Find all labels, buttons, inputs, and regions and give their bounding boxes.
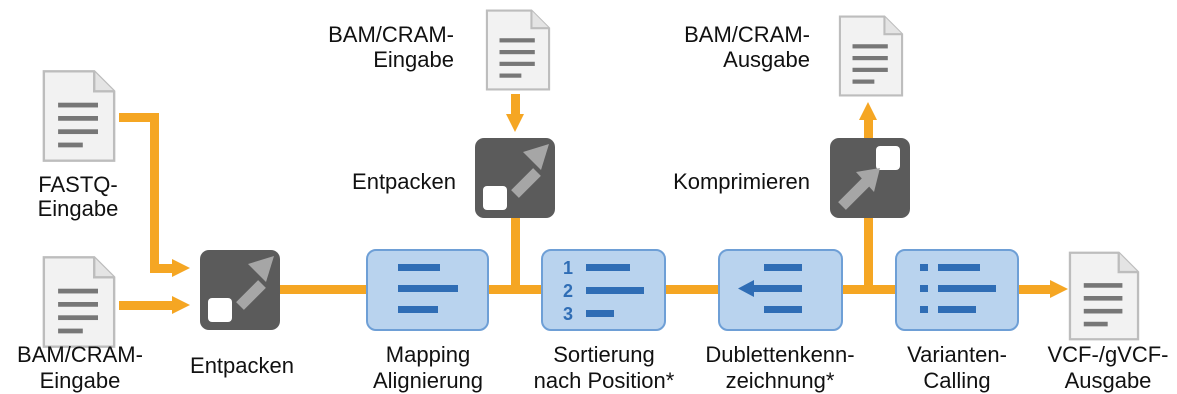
connector-dup-compress bbox=[864, 218, 873, 294]
connector-unpack-top-down bbox=[511, 218, 520, 294]
arrowhead-bam-top bbox=[506, 114, 524, 132]
vcf-output-label-line2: Ausgabe bbox=[1065, 368, 1152, 393]
arrowhead-vcf bbox=[1050, 280, 1068, 298]
unpack-left-icon bbox=[200, 250, 280, 330]
bam-input-top-label-line2: Eingabe bbox=[373, 47, 454, 72]
bam-input-doc-icon bbox=[42, 256, 116, 348]
mapping-box bbox=[366, 249, 489, 331]
fastq-input-doc-icon bbox=[42, 70, 116, 162]
mapping-label-line2: Alignierung bbox=[373, 368, 483, 393]
unpack-top-label: Entpacken bbox=[352, 169, 456, 194]
variant-bar-1 bbox=[938, 264, 980, 271]
duplicates-box bbox=[718, 249, 843, 331]
bam-input-left-label-line2: Eingabe bbox=[40, 368, 121, 393]
vcf-output-label-line1: VCF-/gVCF- bbox=[1048, 342, 1169, 367]
variant-calling-label-line1: Varianten- bbox=[907, 342, 1007, 367]
duplicates-label-line1: Dublettenkenn- bbox=[705, 342, 854, 367]
vcf-output-doc-icon bbox=[1068, 251, 1140, 341]
variant-dot-2 bbox=[920, 285, 928, 292]
variant-calling-box bbox=[895, 249, 1019, 331]
connector-variant-vcf bbox=[1018, 285, 1052, 294]
bam-input-top-doc-icon bbox=[485, 9, 551, 91]
sort-number-1: 1 bbox=[563, 258, 573, 278]
bam-output-label-line1: BAM/CRAM- bbox=[684, 22, 810, 47]
sorting-label-line1: Sortierung bbox=[553, 342, 655, 367]
compress-label: Komprimieren bbox=[673, 169, 810, 194]
dup-bar-3 bbox=[764, 306, 802, 313]
sort-number-3: 3 bbox=[563, 304, 573, 324]
bam-output-doc-icon bbox=[838, 15, 904, 97]
sorting-label-line2: nach Position* bbox=[534, 368, 675, 393]
connector-fastq-out bbox=[119, 113, 159, 122]
variant-dot-1 bbox=[920, 264, 928, 271]
mapping-label-line1: Mapping bbox=[386, 342, 470, 367]
connectors bbox=[119, 94, 1068, 314]
sorting-bar-2 bbox=[586, 287, 644, 294]
dup-arrow-icon bbox=[738, 280, 754, 297]
bam-output-label-line2: Ausgabe bbox=[723, 47, 810, 72]
connector-compress-out bbox=[864, 118, 873, 140]
unpack-left-label: Entpacken bbox=[190, 353, 294, 378]
connector-unpack-mapping bbox=[280, 285, 368, 294]
compress-icon bbox=[830, 138, 910, 218]
variant-dot-3 bbox=[920, 306, 928, 313]
sorting-bar-1 bbox=[586, 264, 630, 271]
fastq-input-label-line2: Eingabe bbox=[38, 196, 119, 221]
duplicates-label-line2: zeichnung* bbox=[726, 368, 835, 393]
sort-number-2: 2 bbox=[563, 281, 573, 301]
fastq-input-label-line1: FASTQ- bbox=[38, 172, 117, 197]
connector-bam-in bbox=[119, 301, 174, 310]
bam-input-top-label-line1: BAM/CRAM- bbox=[328, 22, 454, 47]
connector-sorting-dup bbox=[665, 285, 719, 294]
connector-fastq-in bbox=[150, 264, 174, 273]
unpack-top-icon bbox=[475, 138, 555, 218]
mapping-bar-2 bbox=[398, 285, 458, 292]
arrowhead-bam-out bbox=[859, 102, 877, 120]
dup-bar-2 bbox=[752, 285, 802, 292]
arrowhead-bam bbox=[172, 296, 190, 314]
mapping-bar-3 bbox=[398, 306, 438, 313]
bam-input-left-label-line1: BAM/CRAM- bbox=[17, 342, 143, 367]
connector-fastq-down bbox=[150, 113, 159, 273]
dup-bar-1 bbox=[764, 264, 802, 271]
sorting-bar-3 bbox=[586, 310, 614, 317]
mapping-bar-1 bbox=[398, 264, 440, 271]
sorting-box: 1 2 3 bbox=[541, 249, 666, 331]
variant-calling-label-line2: Calling bbox=[923, 368, 990, 393]
connector-bam-top-down bbox=[511, 94, 520, 116]
arrowhead-fastq bbox=[172, 259, 190, 277]
variant-bar-2 bbox=[938, 285, 996, 292]
variant-bar-3 bbox=[938, 306, 976, 313]
